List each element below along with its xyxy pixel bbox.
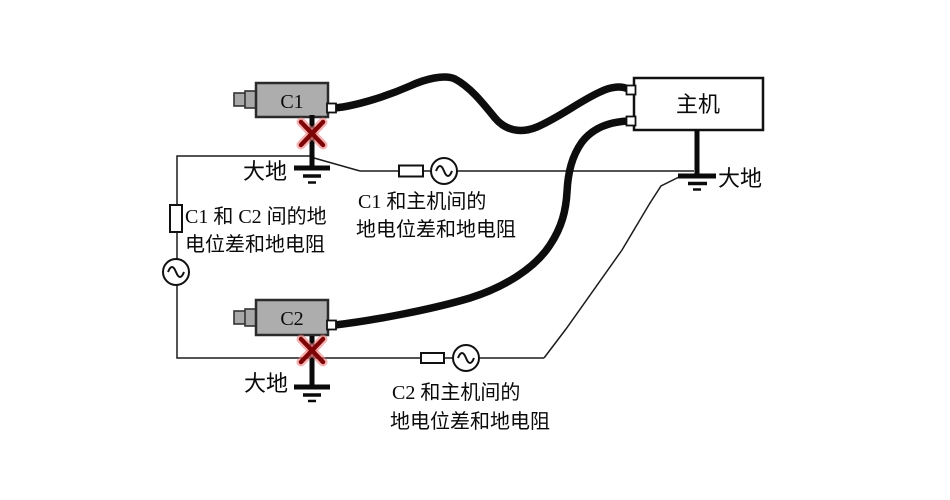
sine-wave-icon — [457, 352, 475, 364]
annotation-line: C1 和主机间的 — [358, 190, 486, 213]
annotation-line: 地电位差和地电阻 — [390, 410, 550, 433]
c1-box — [254, 81, 330, 119]
ac-source-c1-c2 — [162, 258, 190, 286]
annotation-line: C1 和 C2 间的地 — [185, 205, 327, 228]
sine-wave-icon — [167, 266, 185, 278]
c1-plug-tip — [233, 92, 247, 107]
annotation-c1-c2: C1 和 C2 间的地 电位差和地电阻 — [185, 205, 327, 256]
fault-x-c2 — [296, 334, 328, 367]
annotation-c1-host: C1 和主机间的 地电位差和地电阻 — [356, 190, 516, 241]
c2-box — [254, 298, 330, 337]
fault-x-c1 — [296, 117, 328, 150]
host-connector-bottom — [625, 115, 637, 127]
sine-wave-icon — [435, 165, 453, 177]
wire-c1-ground-tap — [313, 157, 361, 172]
host-ground-label: 大地 — [718, 166, 762, 191]
annotation-c2-host: C2 和主机间的 地电位差和地电阻 — [390, 381, 550, 433]
c2-host-cable — [331, 117, 632, 329]
resistor-c2-host — [420, 352, 445, 364]
host-label: 主机 — [676, 92, 720, 117]
ac-source-c1-host — [430, 157, 458, 185]
host-device: 主机 — [625, 76, 765, 132]
c2-label: C2 — [280, 308, 303, 330]
camera-c2: C2 — [233, 298, 337, 337]
host-connector-top — [625, 84, 637, 96]
resistor-c1-host — [398, 164, 424, 178]
resistor-c1-c2 — [169, 204, 183, 233]
c2-cable-connector — [326, 319, 337, 331]
c2-plug-tip — [233, 310, 247, 325]
camera-c1: C1 — [233, 81, 337, 119]
ground-symbol-c1 — [294, 115, 330, 184]
c1-host-cable — [331, 73, 632, 135]
annotation-line: C2 和主机间的 — [392, 381, 520, 404]
ac-source-c2-host — [452, 344, 480, 372]
wire-c1-c2-loop — [176, 155, 544, 359]
annotation-line: 地电位差和地电阻 — [356, 218, 516, 241]
c1-cable-connector — [326, 102, 337, 114]
annotation-line: 电位差和地电阻 — [185, 233, 325, 256]
wire-c2-host-diagonal — [543, 176, 680, 359]
ground-symbol-host — [678, 130, 716, 191]
c1-label: C1 — [280, 91, 303, 113]
c1-ground-label: 大地 — [243, 159, 287, 184]
c2-ground-label: 大地 — [244, 371, 288, 396]
